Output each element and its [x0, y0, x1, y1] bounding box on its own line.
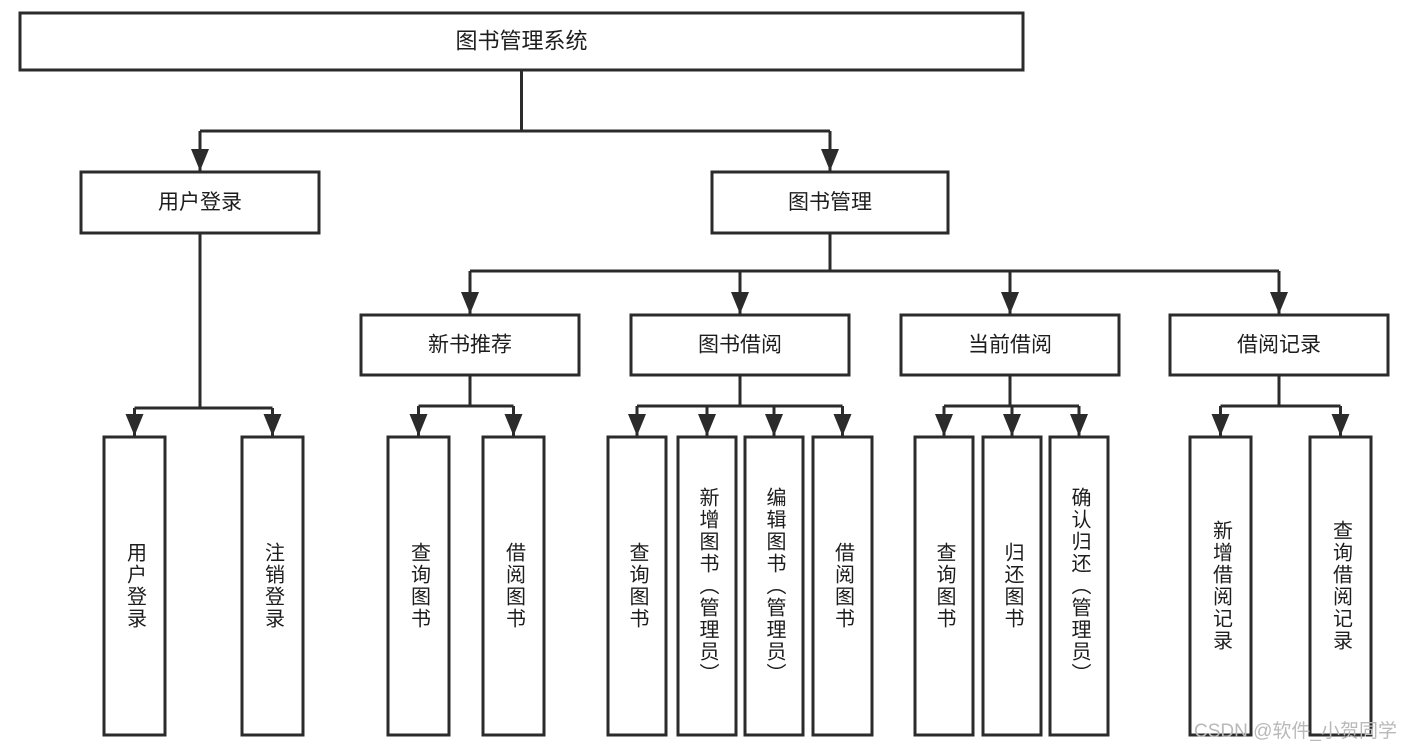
arrow-head-icon — [935, 414, 953, 436]
node-label-root: 图书管理系统 — [455, 28, 587, 53]
node-box-leaf-borrow-book-2[interactable] — [811, 435, 874, 737]
node-box-new-book-recommend[interactable] — [359, 313, 581, 377]
node-box-leaf-return-book[interactable] — [981, 435, 1043, 737]
arrow-head-icon — [461, 292, 479, 314]
node-box-layer — [18, 11, 1390, 737]
arrow-head-icon — [191, 149, 209, 171]
node-box-book-borrow[interactable] — [629, 313, 851, 377]
arrow-head-icon — [833, 414, 852, 436]
node-label-book-borrow: 图书借阅 — [698, 334, 782, 357]
arrow-head-icon — [125, 414, 144, 436]
arrow-head-icon — [1003, 414, 1021, 436]
arrow-head-icon — [409, 414, 428, 436]
arrow-head-icon — [698, 414, 716, 436]
node-box-leaf-user-logout[interactable] — [240, 435, 305, 737]
arrow-head-icon — [1070, 414, 1088, 436]
node-box-leaf-query-book-2[interactable] — [606, 435, 668, 737]
node-box-root[interactable] — [18, 11, 1025, 72]
node-box-leaf-query-book-1[interactable] — [386, 435, 451, 737]
node-label-user-login: 用户登录 — [158, 191, 242, 214]
connector-layer — [125, 70, 1350, 436]
node-box-leaf-user-login[interactable] — [102, 435, 167, 737]
node-box-leaf-confirm-return[interactable] — [1048, 435, 1110, 737]
arrow-head-icon — [263, 414, 282, 436]
node-box-current-borrow[interactable] — [899, 313, 1121, 377]
node-label-current-borrow: 当前借阅 — [968, 334, 1052, 357]
node-box-leaf-borrow-book-1[interactable] — [481, 435, 546, 737]
arrow-head-icon — [1211, 414, 1230, 436]
arrow-head-icon — [628, 414, 646, 436]
node-box-leaf-add-book[interactable] — [676, 435, 738, 737]
node-box-leaf-add-record[interactable] — [1188, 435, 1253, 737]
node-box-leaf-edit-book[interactable] — [743, 435, 805, 737]
arrow-head-icon — [1331, 414, 1350, 436]
node-label-book-manage: 图书管理 — [788, 191, 872, 214]
arrow-head-icon — [731, 292, 749, 314]
arrow-head-icon — [1270, 292, 1288, 314]
arrow-head-icon — [765, 414, 783, 436]
arrow-head-icon — [821, 149, 839, 171]
node-box-book-manage[interactable] — [710, 170, 950, 235]
node-box-user-login[interactable] — [79, 170, 321, 235]
csdn-watermark: CSDN @软件_小贺同学 — [1194, 721, 1397, 742]
node-label-borrow-record: 借阅记录 — [1237, 334, 1321, 357]
arrow-head-icon — [504, 414, 523, 436]
arrow-head-icon — [1001, 292, 1019, 314]
node-box-leaf-query-book-3[interactable] — [913, 435, 975, 737]
node-label-new-book-recommend: 新书推荐 — [428, 334, 512, 357]
node-box-leaf-query-record[interactable] — [1308, 435, 1373, 737]
node-box-borrow-record[interactable] — [1168, 313, 1390, 377]
